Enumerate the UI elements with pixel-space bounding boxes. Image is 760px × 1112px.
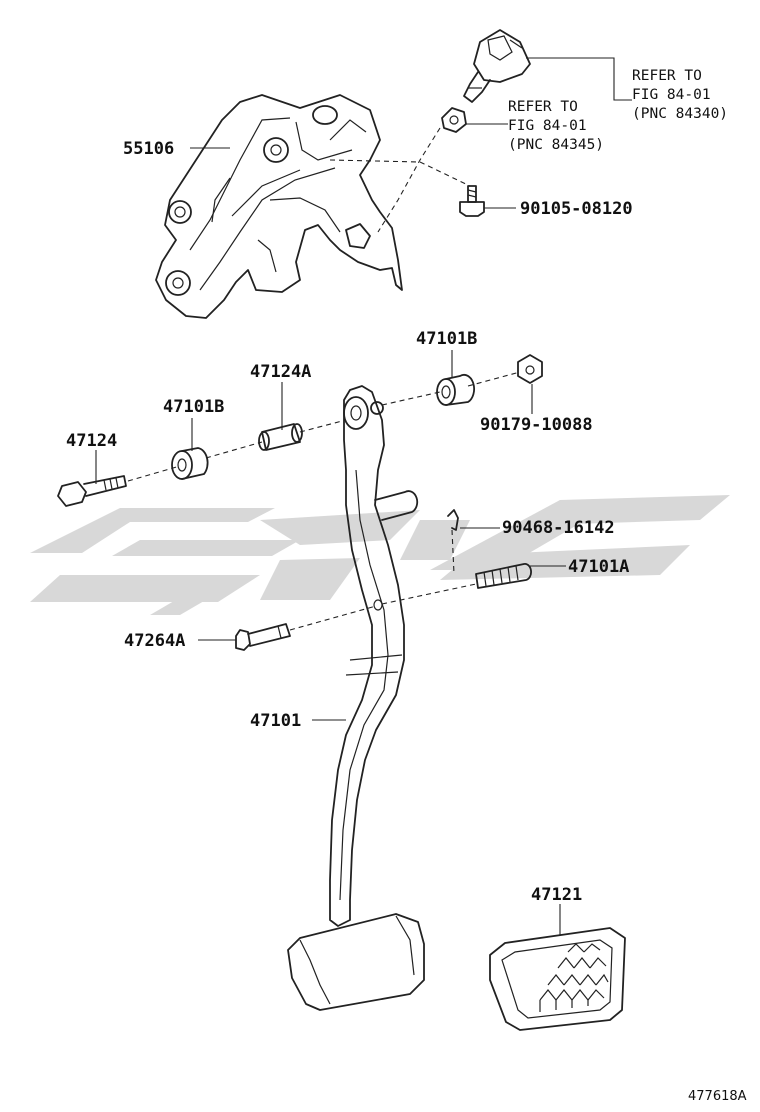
assembly-lines [127, 127, 521, 631]
figure-number: 477618A [688, 1089, 747, 1104]
nut-90179 [517, 354, 543, 384]
collar-47124a [258, 423, 303, 451]
label-47101b-top: 47101B [416, 329, 477, 349]
pedal-bracket [155, 94, 403, 319]
bolt-47124 [57, 475, 127, 507]
label-47101a: 47101A [568, 557, 629, 577]
ref-84345-line1: REFER TO [508, 99, 578, 115]
pedal-pad [489, 927, 626, 1031]
leader-lines [95, 57, 632, 936]
watermark-logo [30, 495, 730, 615]
brake-pedal-lever [287, 385, 425, 1011]
label-47124: 47124 [66, 431, 117, 451]
label-47101b-left: 47101B [163, 397, 224, 417]
pad-ribs [539, 943, 609, 1012]
label-90179-10088: 90179-10088 [480, 415, 593, 435]
ref-84345-line2: FIG 84-01 [508, 118, 587, 134]
bolt-90105 [459, 185, 485, 217]
label-47264a: 47264A [124, 631, 185, 651]
ref-84340-line1: REFER TO [632, 68, 702, 84]
bushing-47101b-right [436, 373, 475, 406]
ref-84340-line2: FIG 84-01 [632, 87, 711, 103]
ref-84340-line3: (PNC 84340) [632, 106, 728, 122]
label-90105-08120: 90105-08120 [520, 199, 633, 219]
ref-84345-line3: (PNC 84345) [508, 137, 604, 153]
label-47101: 47101 [250, 711, 301, 731]
label-55106: 55106 [123, 139, 174, 159]
switch-clip [441, 107, 467, 133]
reference-note-84340: REFER TO FIG 84-01 (PNC 84340) [632, 68, 728, 122]
reference-note-84345: REFER TO FIG 84-01 (PNC 84345) [508, 99, 604, 153]
clip-90468 [447, 509, 459, 531]
bushing-47101b-left [171, 447, 209, 480]
pin-47264a [235, 623, 291, 651]
label-47124a: 47124A [250, 362, 311, 382]
stop-lamp-switch [463, 29, 531, 103]
spring-47101a [475, 563, 532, 589]
label-90468-16142: 90468-16142 [502, 518, 615, 538]
label-47121: 47121 [531, 885, 582, 905]
